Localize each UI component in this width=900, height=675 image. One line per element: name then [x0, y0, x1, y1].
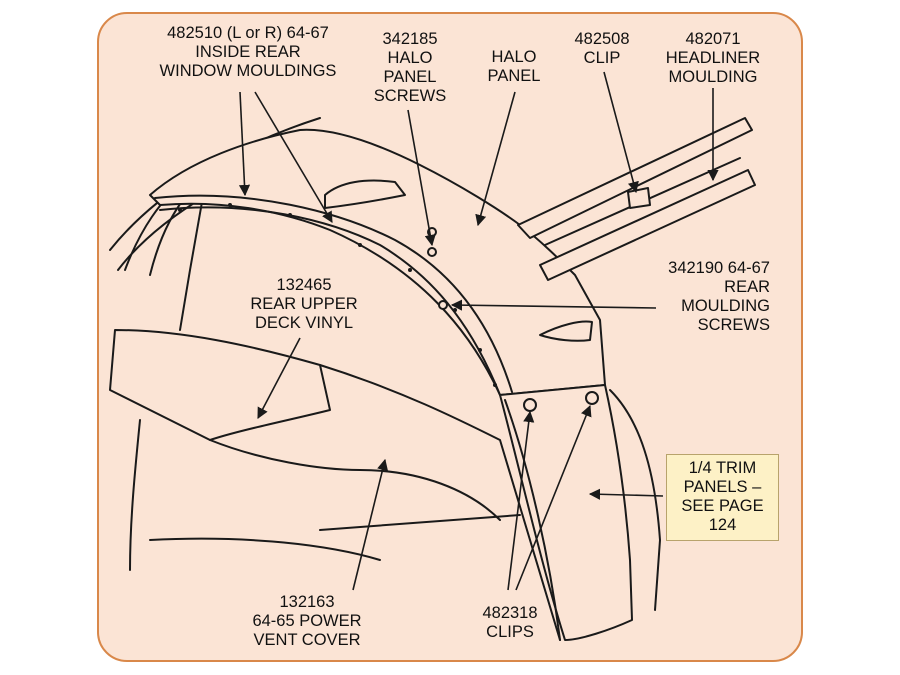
diagram-frame [97, 12, 803, 662]
leader-deck-vinyl [257, 337, 301, 419]
leader-window-moulding-b [254, 91, 333, 223]
label-clips: 482318 CLIPS [482, 604, 538, 641]
leader-clip [603, 71, 639, 194]
mounting-holes [178, 203, 497, 387]
moulding-screw [438, 300, 448, 310]
clip-right [585, 391, 599, 405]
headliner-moulding-2 [539, 169, 756, 281]
clip-left [523, 398, 537, 412]
label-clip: 482508 CLIP [574, 30, 630, 67]
headliner-moulding-1 [517, 117, 753, 239]
leader-clips-b [515, 404, 592, 591]
label-rear-moulding-screws: 342190 64-67 REAR MOULDING SCREWS [668, 259, 770, 334]
leader-clips-a [507, 410, 535, 591]
label-power-vent-cover: 132163 64-65 POWER VENT COVER [252, 593, 362, 649]
halo-panel-outline [149, 128, 606, 396]
leader-moulding-screws [450, 299, 657, 311]
leader-halo-screws [407, 109, 436, 247]
vent-cover [319, 364, 561, 641]
side-vent [539, 320, 593, 342]
halo-screw-2 [427, 247, 437, 257]
rear-deck-vinyl [109, 329, 331, 441]
dome-light [324, 179, 406, 209]
leader-vent-cover [352, 458, 389, 591]
halo-window-edge [159, 206, 501, 396]
leader-halo-panel [475, 91, 516, 227]
callout-trim-panels: 1/4 TRIM PANELS – SEE PAGE 124 [666, 454, 779, 541]
label-inside-rear-window-mouldings: 482510 (L or R) 64-67 INSIDE REAR WINDOW… [159, 24, 337, 80]
leader-window-moulding-a [238, 91, 251, 197]
clip-part [627, 187, 651, 209]
label-headliner-moulding: 482071 HEADLINER MOULDING [665, 30, 761, 86]
label-halo-panel: HALO PANEL [487, 48, 541, 85]
label-halo-panel-screws: 342185 HALO PANEL SCREWS [373, 30, 447, 105]
leader-trim-panels [588, 488, 664, 500]
quarter-trim-panel [499, 384, 633, 641]
label-rear-upper-deck-vinyl: 132465 REAR UPPER DECK VINYL [250, 276, 358, 332]
